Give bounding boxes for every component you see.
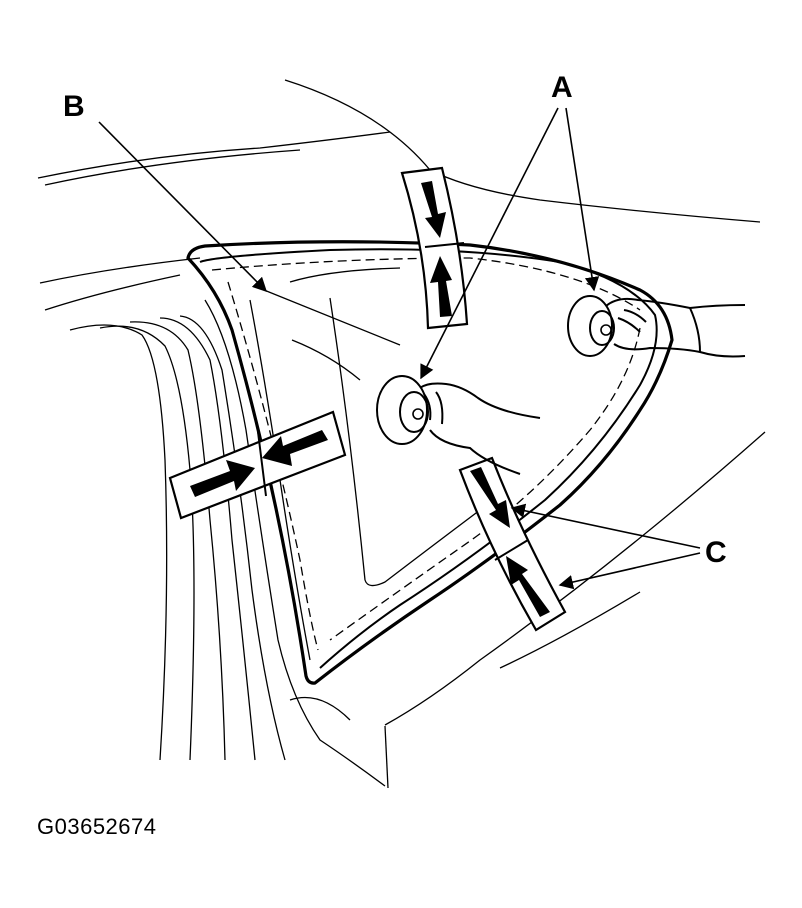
figure-id: G03652674 xyxy=(37,814,157,839)
tape-horizontal xyxy=(168,410,347,520)
pillar-lines xyxy=(69,299,386,787)
callout-b: B xyxy=(63,90,85,123)
suction-cup-lower xyxy=(376,375,541,475)
suction-cup-upper xyxy=(567,295,746,358)
callout-c: C xyxy=(705,536,727,569)
leader-lines xyxy=(98,107,701,590)
tape-vertical-bottom xyxy=(458,456,567,632)
callout-a: A xyxy=(551,71,573,104)
tape-vertical-top xyxy=(400,166,469,330)
roof-lines xyxy=(37,79,766,789)
